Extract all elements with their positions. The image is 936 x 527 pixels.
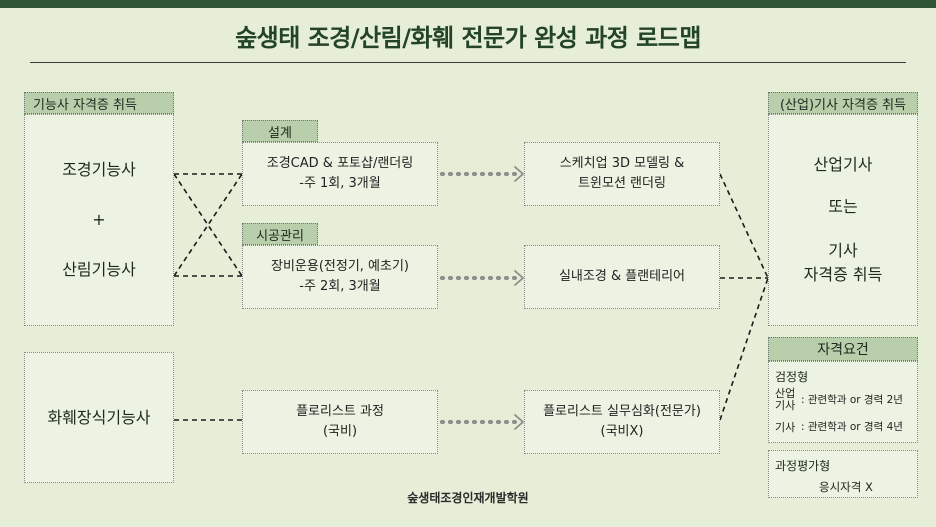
design-course-title: 조경CAD & 포토샵/랜더링 — [266, 155, 414, 171]
exam-type-title: 검정형 — [775, 370, 809, 384]
academy-name: 숲생태조경인재개발학원 — [407, 491, 529, 505]
arrow-head-design — [514, 166, 524, 182]
tag-construction: 시공관리 — [242, 223, 318, 245]
req-engineer-value: : 관련학과 or 경력 4년 — [801, 421, 903, 433]
requirements-label: 자격요건 — [768, 337, 918, 361]
engineer-section-label: (산업)기사 자격증 취득 — [768, 92, 918, 114]
florist-course-funding: (국비) — [322, 424, 358, 439]
engineer: 기사 — [828, 241, 858, 260]
arrow-head-florist — [514, 414, 524, 430]
construction-course-title: 장비운용(전정기, 예초기) — [270, 258, 409, 274]
title-divider — [30, 62, 906, 63]
advanced-design-title: 스케치업 3D 모델링 & — [559, 155, 685, 171]
advanced-construction-box: 실내조경 & 플랜테리어 — [524, 245, 720, 309]
or-text: 또는 — [828, 197, 858, 216]
cert-section-label: 기능사 자격증 취득 — [24, 92, 174, 114]
design-course-schedule: -주 1회, 3개월 — [299, 176, 381, 191]
design-course-box: 조경CAD & 포토샵/랜더링 -주 1회, 3개월 — [242, 142, 438, 206]
advanced-florist-title: 플로리스트 실무심화(전문가) — [543, 403, 701, 419]
florist-course-box: 플로리스트 과정 (국비) — [242, 390, 438, 454]
course-assessment-value: 응시자격 X — [819, 480, 873, 494]
cert-landscape: 조경기능사 — [62, 160, 136, 179]
advanced-construction-title: 실내조경 & 플랜테리어 — [558, 268, 686, 284]
construction-course-schedule: -주 2회, 3개월 — [299, 279, 381, 294]
req-engineer-key: 기사 — [775, 421, 796, 434]
florist-course-title: 플로리스트 과정 — [296, 403, 384, 419]
advanced-design-subtitle: 트윈모션 랜더링 — [578, 176, 666, 191]
req-industrial-value: : 관련학과 or 경력 2년 — [801, 394, 903, 406]
construction-course-box: 장비운용(전정기, 예초기) -주 2회, 3개월 — [242, 245, 438, 309]
industrial-engineer: 산업기사 — [813, 155, 873, 174]
cert-plus: + — [92, 210, 106, 229]
cert-forestry: 산림기능사 — [62, 260, 136, 279]
connector-cert-to-construction — [173, 173, 243, 277]
connector-adv-design-to-right — [719, 173, 769, 279]
arrow-head-construction — [514, 270, 524, 286]
req-industrial-key-b: 기사 — [775, 399, 796, 412]
tag-design: 설계 — [242, 120, 318, 142]
course-assessment-box: 과정평가형 응시자격 X — [768, 450, 918, 498]
course-assessment-title: 과정평가형 — [775, 459, 831, 473]
requirements-box: 검정형 산업 기사 : 관련학과 or 경력 2년 기사 : 관련학과 or 경… — [768, 361, 918, 443]
connector-adv-florist-to-right — [719, 277, 769, 421]
cert-acquire: 자격증 취득 — [803, 265, 883, 284]
advanced-florist-funding: (국비X) — [600, 424, 644, 439]
advanced-design-box: 스케치업 3D 모델링 & 트윈모션 랜더링 — [524, 142, 720, 206]
florist-cert-box: 화훼장식기능사 — [24, 352, 174, 483]
advanced-florist-box: 플로리스트 실무심화(전문가) (국비X) — [524, 390, 720, 454]
connector-cert2-to-design — [173, 173, 243, 277]
page-title: 숲생태 조경/산림/화훼 전문가 완성 과정 로드맵 — [235, 24, 701, 52]
engineer-cert-box: 산업기사 또는 기사 자격증 취득 — [768, 114, 918, 326]
cert-flower-decoration: 화훼장식기능사 — [47, 407, 151, 427]
basic-cert-box: 조경기능사 + 산림기능사 — [24, 114, 174, 326]
top-accent-bar — [0, 0, 936, 8]
req-industrial-key-a: 산업 — [775, 387, 796, 400]
